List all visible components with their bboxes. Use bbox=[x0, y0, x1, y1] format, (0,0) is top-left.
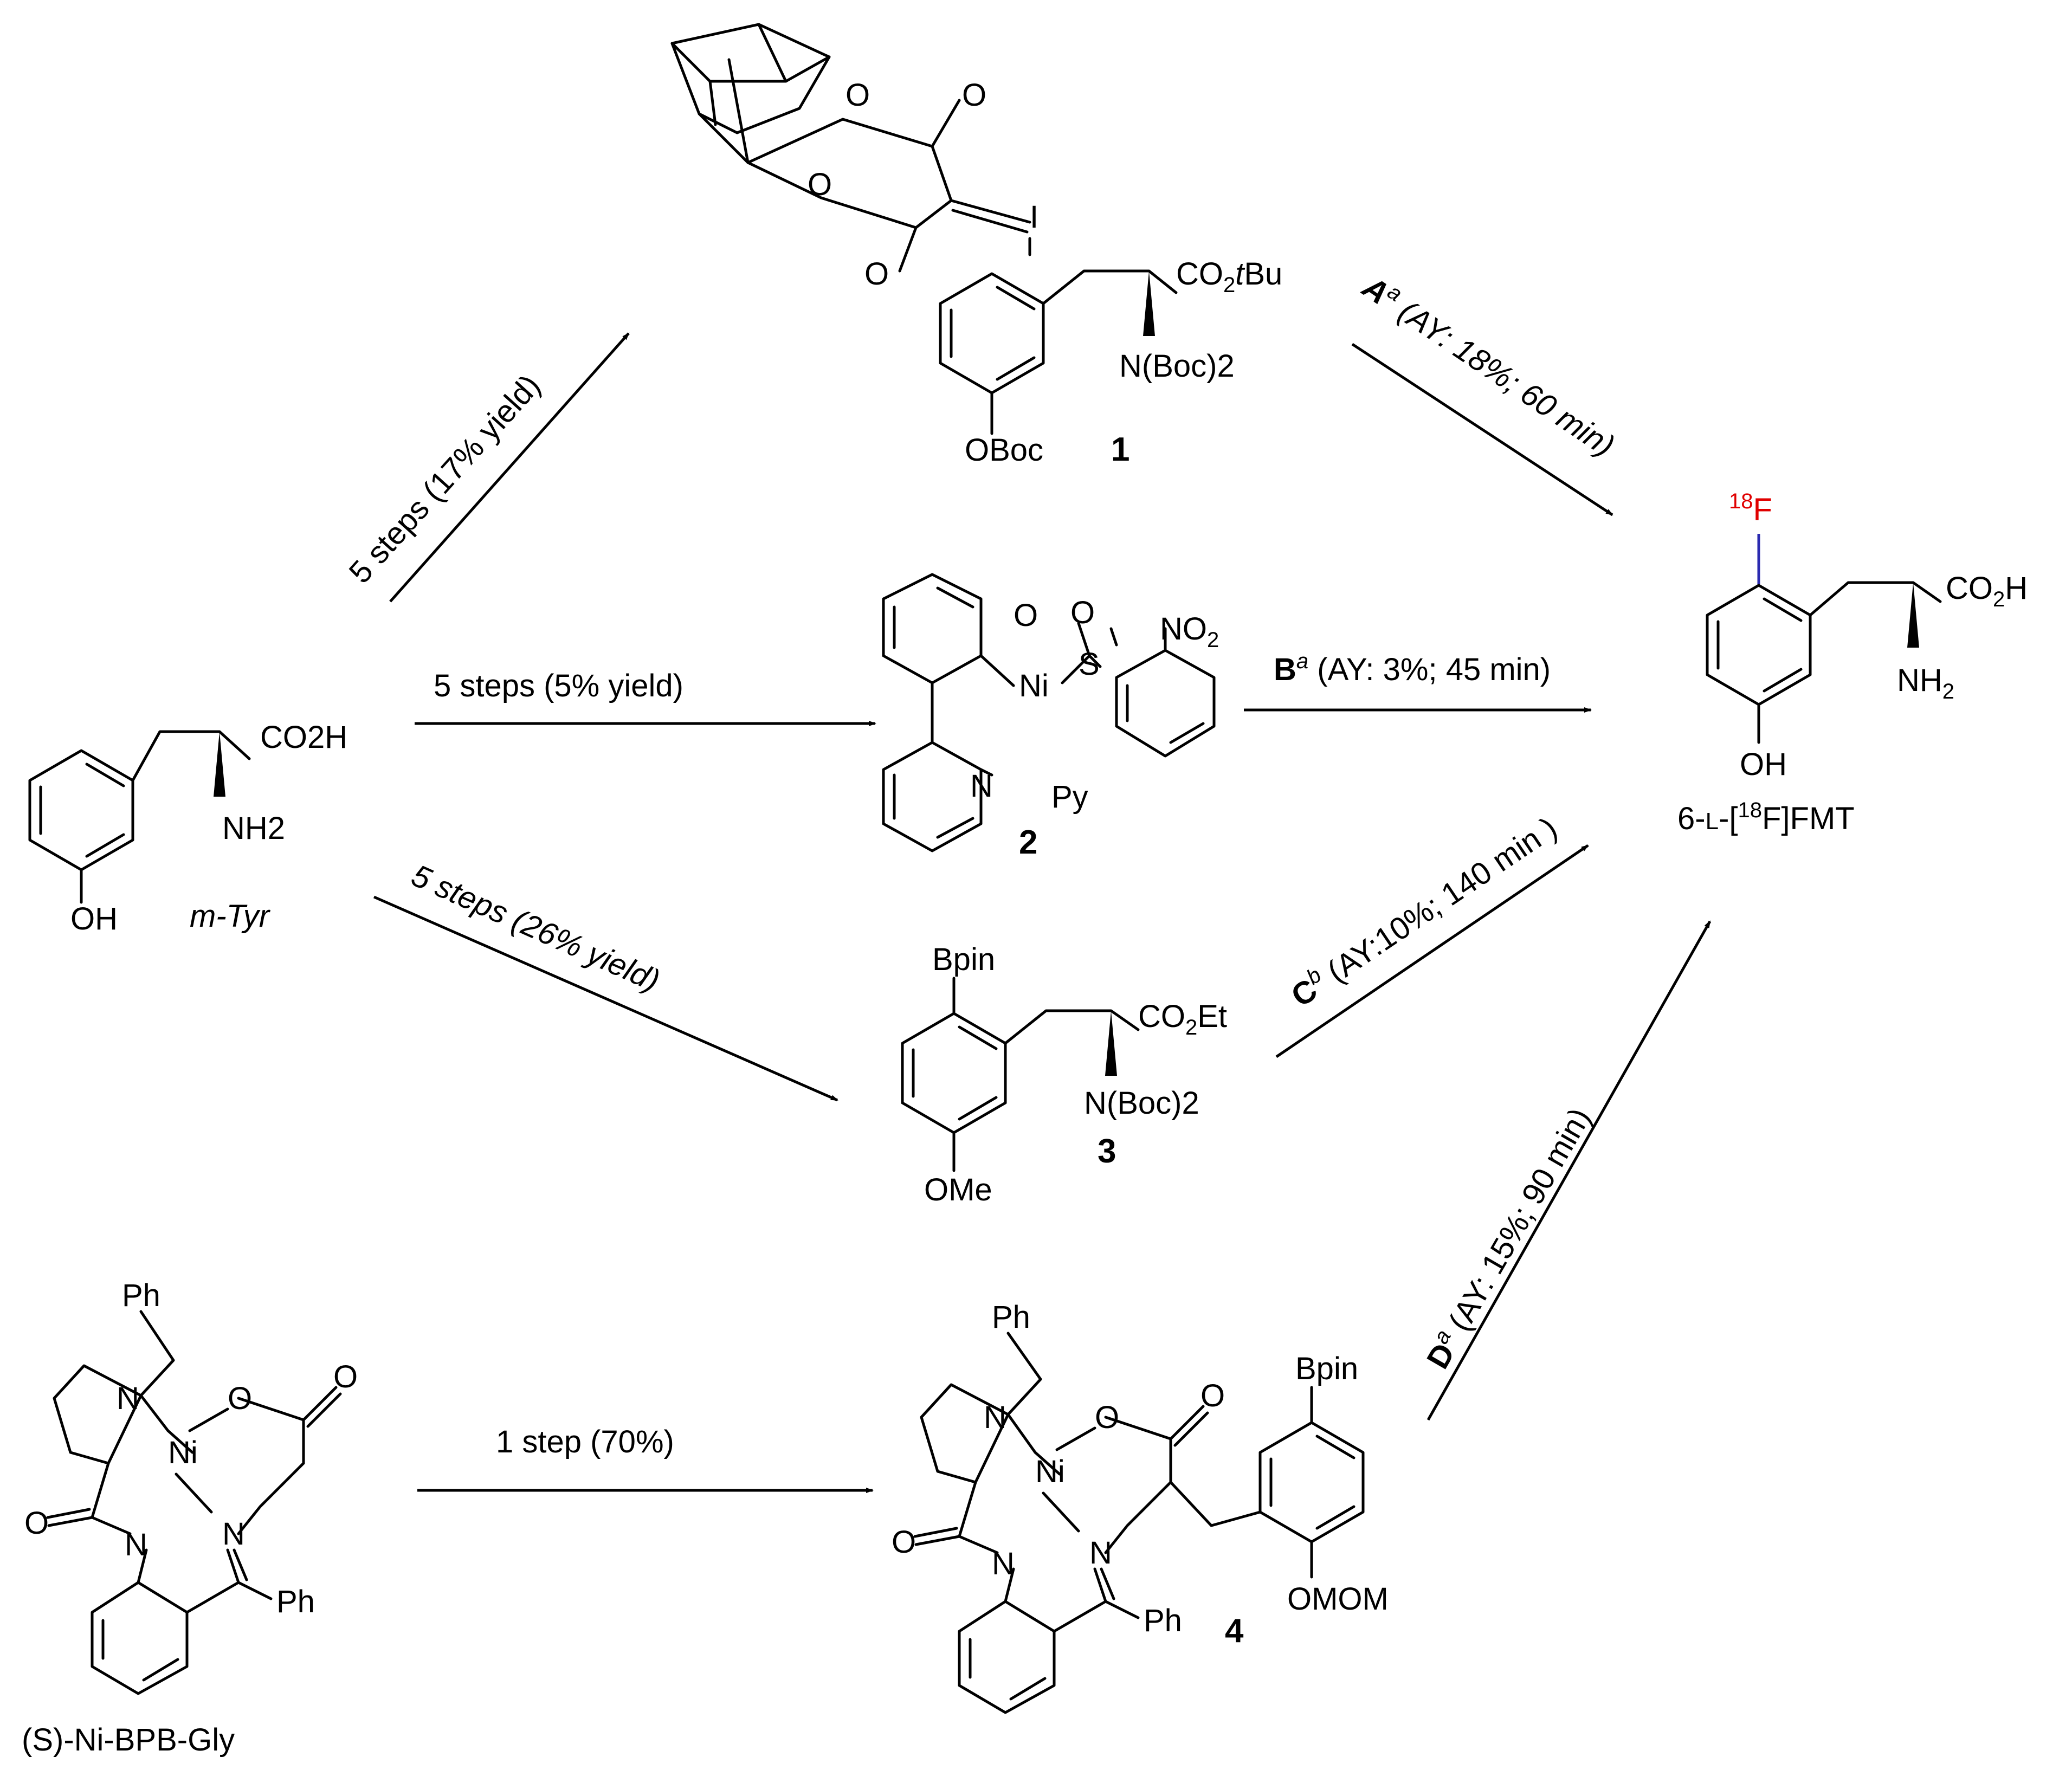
compound-4-benzyl-label: Ph bbox=[992, 1300, 1030, 1335]
arrow-label-to-compound-4: 1 step (70%) bbox=[496, 1424, 674, 1459]
compound-4-oxygen-2: O bbox=[1200, 1378, 1225, 1413]
compound-4-nickel-label: Ni bbox=[1035, 1454, 1065, 1489]
compound-3-number: 3 bbox=[1098, 1133, 1116, 1170]
ni-bpb-gly-nitrogen-3: N bbox=[222, 1516, 245, 1552]
arrow-route-a bbox=[1351, 343, 1613, 516]
compound-2-structure: Ni N Py S O O NO2 2 bbox=[882, 573, 1219, 861]
product-phenol-label: OH bbox=[1740, 747, 1787, 782]
arrow-label-route-c: Cb (AY:10%; 140 min ) bbox=[1283, 808, 1563, 1014]
m-tyr-acid-label: CO2H bbox=[260, 720, 347, 755]
arrow-label-to-compound-1: 5 steps (17% yield) bbox=[342, 368, 547, 590]
arrow-label-route-d: Da (AY: 15%; 90 min) bbox=[1418, 1101, 1598, 1375]
ni-bpb-gly-oxygen-2: O bbox=[333, 1359, 358, 1394]
compound-1-benzene-ring bbox=[939, 237, 1178, 435]
compound-2-nitrogen-label: N bbox=[970, 768, 993, 804]
compound-4-nitrogen-1: N bbox=[984, 1400, 1006, 1435]
compound-1-oxygen-2: O bbox=[962, 77, 986, 113]
ni-bpb-gly-nitrogen-1: N bbox=[117, 1381, 139, 1416]
ni-bpb-gly-framework bbox=[46, 1310, 342, 1695]
product-name: 6-L-[18F]FMT bbox=[1677, 798, 1855, 836]
compound-4-nitrogen-3: N bbox=[1089, 1535, 1112, 1571]
compound-2-pyridine-label: Py bbox=[1051, 779, 1088, 815]
product-acid-label: CO2H bbox=[1946, 571, 2028, 611]
compound-2-oxygen-1: O bbox=[1014, 598, 1038, 633]
ni-bpb-gly-oxygen-3: O bbox=[24, 1506, 49, 1541]
compound-4-ether-label: OMOM bbox=[1287, 1581, 1389, 1617]
compound-1-structure: O O O O I CO2tBu N(Boc)2 OBoc 1 bbox=[670, 23, 1282, 468]
m-tyr-wedge-bond bbox=[214, 732, 225, 797]
compound-1-number: 1 bbox=[1111, 431, 1129, 468]
m-tyr-phenol-label: OH bbox=[70, 901, 118, 936]
compound-4-nitrogen-2: N bbox=[992, 1546, 1015, 1581]
compound-4-oxygen-1: O bbox=[1095, 1400, 1119, 1435]
compound-3-structure: Bpin CO2Et N(Boc)2 OMe 3 bbox=[901, 942, 1227, 1207]
compound-4-oxygen-3: O bbox=[892, 1524, 916, 1560]
compound-3-ester-label: CO2Et bbox=[1138, 999, 1227, 1039]
product-fluorine-label: 18F bbox=[1729, 489, 1772, 527]
compound-4-boron-label: Bpin bbox=[1295, 1351, 1358, 1386]
arrow-label-to-compound-2: 5 steps (5% yield) bbox=[434, 668, 683, 703]
compound-1-ester-label: CO2tBu bbox=[1176, 256, 1282, 297]
compound-1-adamantane bbox=[670, 23, 831, 164]
compound-1-phenol-label: OBoc bbox=[965, 432, 1043, 468]
compound-2-rings bbox=[882, 573, 1216, 852]
arrow-route-d bbox=[1426, 920, 1712, 1421]
ni-bpb-gly-name: (S)-Ni-BPB-Gly bbox=[22, 1722, 235, 1758]
product-amine-label: NH2 bbox=[1897, 663, 1954, 703]
compound-1-wedge-bond bbox=[1143, 271, 1155, 336]
m-tyr-amine-label: NH2 bbox=[222, 811, 285, 846]
m-tyr-name: m-Tyr bbox=[190, 899, 271, 934]
compound-1-amine-label: N(Boc)2 bbox=[1119, 348, 1235, 384]
ni-bpb-gly-nitrogen-2: N bbox=[125, 1527, 147, 1562]
compound-4-framework bbox=[913, 1332, 1365, 1714]
compound-3-ether-label: OMe bbox=[924, 1172, 992, 1207]
ni-bpb-gly-nickel-label: Ni bbox=[168, 1435, 198, 1470]
arrow-label-route-b: Ba (AY: 3%; 45 min) bbox=[1274, 649, 1551, 687]
compound-1-iodo-label: I bbox=[1030, 199, 1038, 235]
compound-3-wedge-bond bbox=[1105, 1011, 1117, 1076]
m-tyr-benzene-ring bbox=[28, 749, 134, 871]
arrow-to-compound-1 bbox=[389, 332, 630, 603]
compound-2-nitro-label: NO2 bbox=[1160, 611, 1219, 652]
compound-1-oxygen-1: O bbox=[845, 77, 870, 113]
compound-1-dioxane-ring bbox=[746, 99, 1031, 273]
compound-3-benzene-ring bbox=[901, 977, 1140, 1172]
arrow-to-compound-3 bbox=[373, 895, 838, 1102]
product-wedge-bond bbox=[1907, 583, 1919, 648]
compound-3-amine-label: N(Boc)2 bbox=[1084, 1086, 1199, 1121]
m-tyr-side-chain bbox=[80, 730, 251, 904]
compound-2-sulfur-label: S bbox=[1079, 647, 1100, 682]
product-benzene-ring bbox=[1706, 581, 1942, 744]
compound-2-number: 2 bbox=[1019, 824, 1037, 861]
product-fmt-structure: 18F CO2H NH2 OH 6-L-[18F]FMT bbox=[1677, 489, 2028, 836]
ni-bpb-gly-phenyl-label: Ph bbox=[276, 1584, 315, 1619]
arrow-route-c bbox=[1275, 844, 1589, 1058]
compound-4-number: 4 bbox=[1225, 1612, 1244, 1650]
ni-bpb-gly-oxygen-1: O bbox=[228, 1381, 252, 1416]
compound-2-oxygen-2: O bbox=[1070, 595, 1095, 630]
compound-3-boron-label: Bpin bbox=[932, 942, 995, 977]
compound-1-oxygen-3: O bbox=[808, 167, 832, 202]
m-tyr-structure: CO2H NH2 OH m-Tyr bbox=[28, 720, 347, 936]
compound-1-oxygen-4: O bbox=[864, 256, 889, 292]
compound-4-phenyl-label: Ph bbox=[1144, 1603, 1182, 1638]
compound-4-structure: Ph bbox=[892, 1300, 1389, 1714]
ni-bpb-gly-benzyl-label: Ph bbox=[122, 1278, 160, 1313]
compound-2-nickel-label: Ni bbox=[1019, 668, 1049, 703]
ni-bpb-gly-structure: Ph N Ni O O O N bbox=[22, 1278, 358, 1758]
